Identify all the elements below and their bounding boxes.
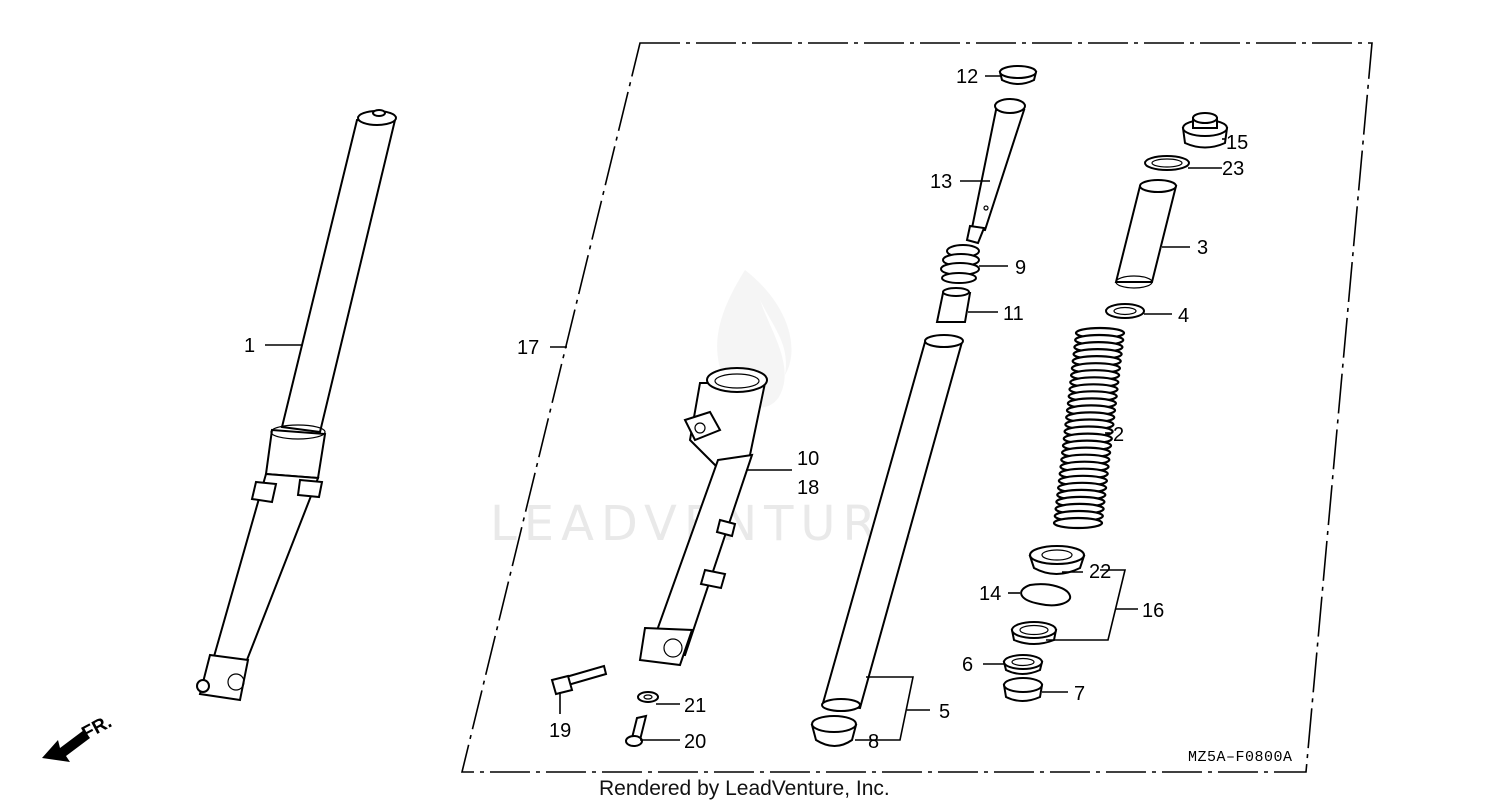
callout-16[interactable]: 16 — [1142, 600, 1164, 622]
callout-13[interactable]: 13 — [930, 171, 952, 193]
leader-lines — [265, 75, 1226, 741]
fork-tube-part-5[interactable] — [821, 334, 964, 712]
fork-bolt-part-15[interactable] — [1181, 112, 1229, 149]
spacer-part-3[interactable] — [1114, 179, 1178, 289]
washer-part-4[interactable] — [1105, 303, 1145, 319]
callout-20[interactable]: 20 — [684, 731, 706, 753]
guide-bushing-part-7[interactable] — [1002, 677, 1044, 702]
callout-17[interactable]: 17 — [517, 337, 539, 359]
callout-11[interactable]: 11 — [1003, 303, 1024, 325]
callout-9[interactable]: 9 — [1015, 257, 1026, 279]
callout-14[interactable]: 14 — [979, 583, 1001, 605]
spring-coil — [1052, 516, 1104, 530]
washer-part-21[interactable] — [637, 691, 659, 703]
fork-spring-part-2[interactable] — [1052, 326, 1126, 530]
callout-4[interactable]: 4 — [1178, 305, 1189, 327]
drain-bolt-part-20[interactable] — [625, 714, 648, 747]
assembly-boundary — [460, 42, 1373, 773]
ring-part-12[interactable] — [998, 65, 1038, 85]
callout-21[interactable]: 21 — [684, 695, 706, 717]
callout-8[interactable]: 8 — [868, 731, 879, 753]
front-direction-arrow-icon: FR. — [42, 712, 115, 762]
fork-slider-part-10[interactable] — [638, 367, 768, 667]
bolt-part-19[interactable] — [550, 664, 608, 696]
callout-labels: 1 17 10 18 12 13 9 11 15 23 3 4 2 22 14 … — [244, 66, 1248, 753]
callout-10[interactable]: 10 — [797, 448, 819, 470]
callout-6[interactable]: 6 — [962, 654, 973, 676]
bushing-part-8[interactable] — [810, 715, 858, 747]
oil-seal-part-22[interactable] — [1028, 545, 1086, 575]
callout-7[interactable]: 7 — [1074, 683, 1085, 705]
backup-ring-part-6[interactable] — [1002, 654, 1044, 675]
diagram-code: MZ5A–F0800A — [1188, 749, 1293, 766]
damper-rod-part-13[interactable] — [965, 98, 1026, 245]
callout-12[interactable]: 12 — [956, 66, 978, 88]
callout-15[interactable]: 15 — [1226, 132, 1248, 154]
circlip-part-14[interactable] — [1020, 583, 1072, 607]
callout-2[interactable]: 2 — [1113, 424, 1124, 446]
callout-18[interactable]: 18 — [797, 477, 819, 499]
rendered-by-footer: Rendered by LeadVenture, Inc. — [599, 777, 890, 800]
callout-3[interactable]: 3 — [1197, 237, 1208, 259]
stopper-part-11[interactable] — [935, 287, 972, 323]
callout-22[interactable]: 22 — [1089, 561, 1111, 583]
o-ring-part-23[interactable] — [1144, 155, 1190, 171]
callout-23[interactable]: 23 — [1222, 158, 1244, 180]
spring-part-9[interactable] — [940, 244, 980, 284]
callout-5[interactable]: 5 — [939, 701, 950, 723]
fork-assembly-part-1[interactable] — [196, 109, 397, 702]
callout-19[interactable]: 19 — [549, 720, 571, 742]
callout-1[interactable]: 1 — [244, 335, 255, 357]
